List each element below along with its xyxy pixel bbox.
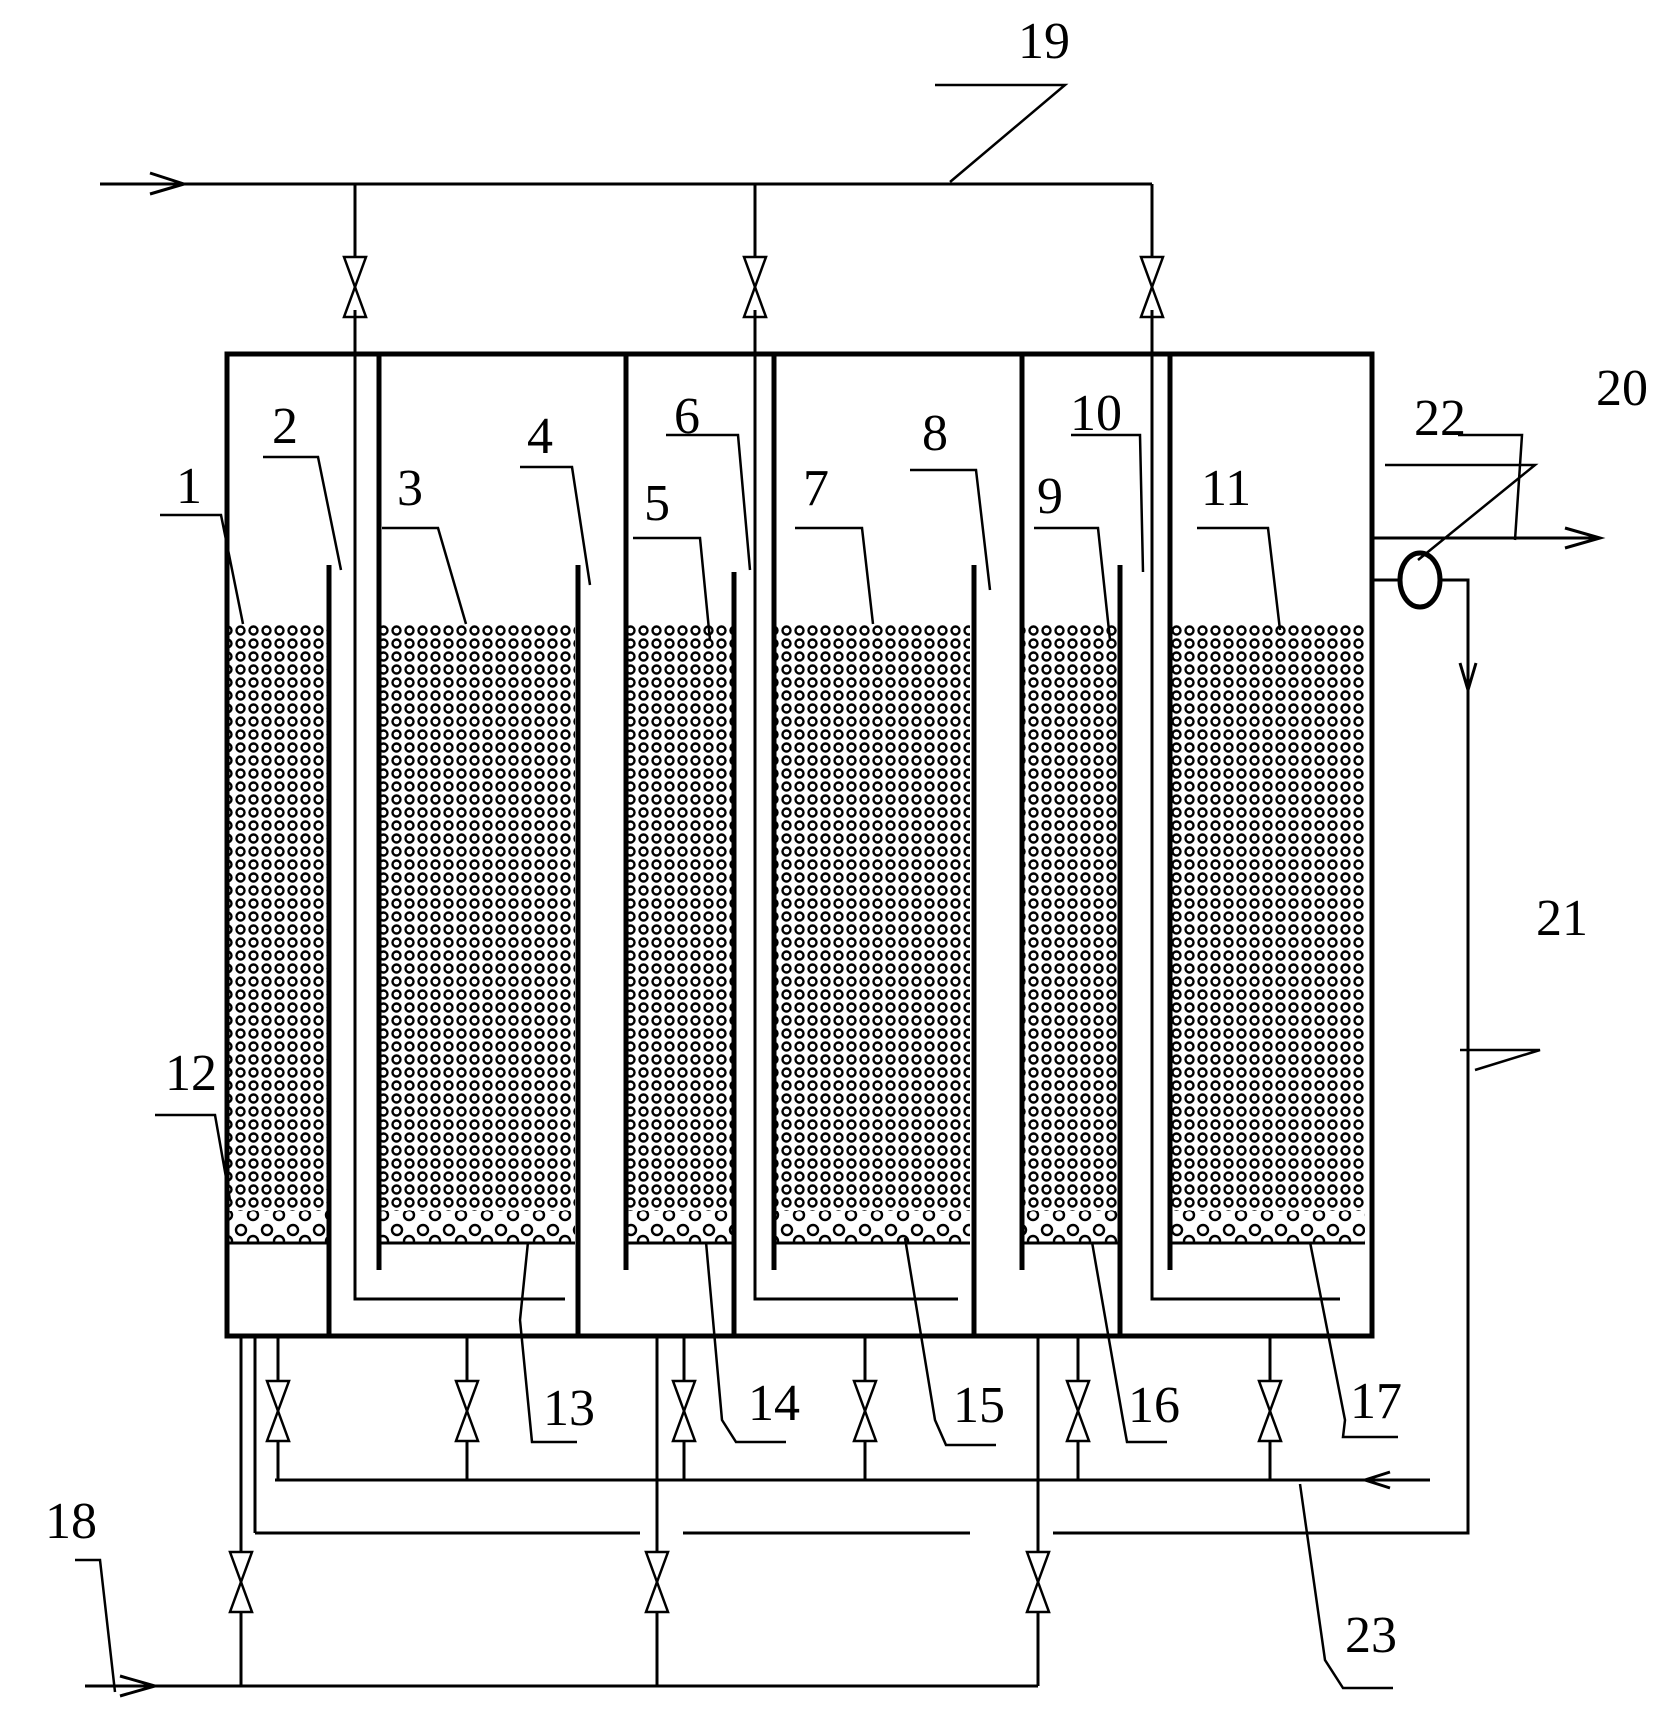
valve-icon [228, 1550, 254, 1614]
label-10: 10 [1070, 385, 1122, 442]
gravel-support-layers [227, 1211, 1365, 1243]
number-labels: 1 2 3 4 5 6 7 8 9 10 11 12 13 14 15 16 1… [45, 13, 1648, 1664]
label-4: 4 [527, 408, 553, 465]
label-22: 22 [1414, 390, 1466, 447]
valve-icon [454, 1379, 480, 1443]
label-2: 2 [272, 398, 298, 455]
label-16: 16 [1128, 1377, 1180, 1434]
leader-lines [75, 83, 1541, 1693]
label-9: 9 [1037, 468, 1063, 525]
valve-icon [342, 255, 368, 319]
downcomer-pipes [353, 310, 1340, 1301]
valve-icon [644, 1550, 670, 1614]
valve-icon [1139, 255, 1165, 319]
label-23: 23 [1345, 1607, 1397, 1664]
valve-icon [852, 1379, 878, 1443]
label-11: 11 [1201, 460, 1251, 517]
pump-icon [1397, 550, 1443, 610]
label-21: 21 [1536, 890, 1588, 947]
label-8: 8 [922, 405, 948, 462]
tank-partitions [326, 354, 1173, 1336]
label-14: 14 [748, 1375, 800, 1432]
valve-icon [1257, 1379, 1283, 1443]
label-20: 20 [1596, 360, 1648, 417]
label-3: 3 [397, 460, 423, 517]
valve-icon [1065, 1379, 1091, 1443]
label-6: 6 [674, 388, 700, 445]
bottom-feed-valves [228, 1550, 1051, 1614]
valve-icon [1025, 1550, 1051, 1614]
bottom-feed-pipe [85, 1336, 1040, 1698]
label-18: 18 [45, 1493, 97, 1550]
label-17: 17 [1350, 1373, 1402, 1430]
label-15: 15 [953, 1377, 1005, 1434]
valve-icon [265, 1379, 291, 1443]
label-7: 7 [803, 460, 829, 517]
label-13: 13 [543, 1380, 595, 1437]
recycle-pipe [253, 578, 1478, 1535]
valve-icon [671, 1379, 697, 1443]
reactor-tank [224, 351, 1375, 1339]
valve-icon [742, 255, 768, 319]
effluent-pipe [1372, 526, 1606, 550]
label-1: 1 [176, 458, 202, 515]
label-19: 19 [1018, 13, 1070, 70]
filter-media-beds [227, 624, 1365, 1211]
label-12: 12 [165, 1045, 217, 1102]
air-distribution-pipe [275, 1336, 1430, 1490]
label-5: 5 [644, 475, 670, 532]
